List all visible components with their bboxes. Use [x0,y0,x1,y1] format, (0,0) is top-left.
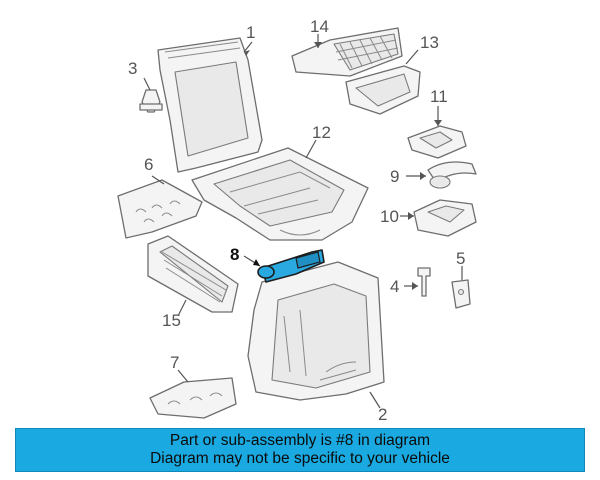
callout-6: 6 [144,155,153,174]
part-14-grille-box [291,27,403,77]
callout-15: 15 [162,311,181,330]
callout-10: 10 [380,207,399,226]
part-7-floor-bracket [149,377,237,419]
part-12-storage-tray [191,147,369,241]
part-4-screw [417,267,431,297]
callout-7: 7 [170,353,179,372]
info-banner: Part or sub-assembly is #8 in diagram Di… [15,428,585,472]
part-5-bracket [451,279,471,309]
part-11-bracket [407,125,467,159]
callout-2: 2 [378,405,387,424]
arrowheads [244,42,442,290]
banner-line-2: Diagram may not be specific to your vehi… [150,450,450,467]
part-1-trim-panel [157,37,263,173]
part-10-block [413,199,477,237]
callout-9: 9 [390,167,399,186]
part-6-cover-panel [117,179,203,239]
part-9-strap [427,161,477,189]
callout-4: 4 [390,277,399,296]
callout-11: 11 [430,87,448,106]
callout-12: 12 [312,123,331,142]
callout-5: 5 [456,249,465,268]
part-13-tray [345,65,421,115]
part-8-highlighted [257,249,325,283]
callout-3: 3 [128,59,137,78]
banner-line-1: Part or sub-assembly is #8 in diagram [169,432,431,449]
callout-14: 14 [310,17,329,36]
callout-1: 1 [246,23,255,42]
part-15-vent [147,235,239,313]
part-2-side-trim [247,261,385,401]
part-3-push-clip [139,89,163,113]
callout-8: 8 [230,245,239,264]
parts-diagram: 1 2 3 4 5 6 7 8 9 10 11 12 13 14 15 [117,17,477,424]
callout-13: 13 [420,33,439,52]
